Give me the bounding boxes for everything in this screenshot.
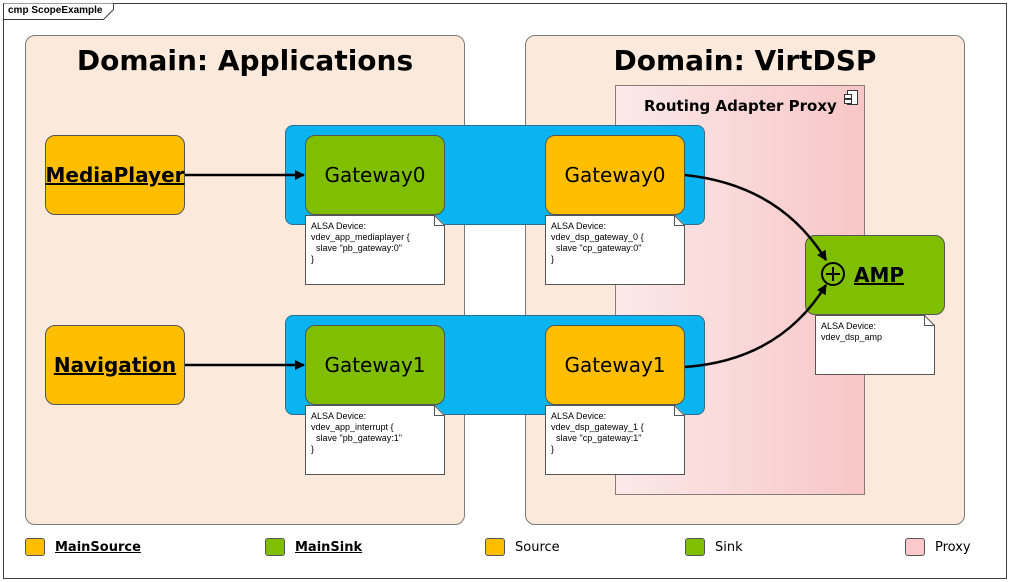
legend-source-label: Source <box>515 539 560 555</box>
legend-source: Source <box>485 538 560 556</box>
note-dsp-gateway1: ALSA Device: vdev_dsp_gateway_1 { slave … <box>545 405 685 475</box>
legend-sink: Sink <box>685 538 743 556</box>
app-gateway1-sink[interactable]: Gateway1 <box>305 325 445 405</box>
domain-virtdsp-title: Domain: VirtDSP <box>613 44 877 77</box>
domain-applications-title: Domain: Applications <box>76 44 414 77</box>
legend-proxy-label: Proxy <box>935 539 971 555</box>
note-fold-icon <box>674 405 685 416</box>
navigation-mainsource[interactable]: Navigation <box>45 325 185 405</box>
note-fold-icon <box>674 215 685 226</box>
note-app-gateway0: ALSA Device: vdev_app_mediaplayer { slav… <box>305 215 445 285</box>
legend-mainsink-swatch <box>265 538 285 556</box>
legend-mainsink-label: MainSink <box>295 539 363 555</box>
connector-dsp-gateway1-amp[interactable] <box>684 284 828 369</box>
legend-mainsource-label: MainSource <box>55 539 141 555</box>
note-fold-icon <box>924 315 935 326</box>
dsp-gateway1-label: Gateway1 <box>564 353 666 377</box>
legend-proxy-swatch <box>905 538 925 556</box>
mediaplayer-mainsource[interactable]: MediaPlayer <box>45 135 185 215</box>
note-app-gateway1: ALSA Device: vdev_app_interrupt { slave … <box>305 405 445 475</box>
frame-tab <box>3 3 114 20</box>
connector-dsp-gateway0-amp[interactable] <box>684 173 828 261</box>
note-fold-icon <box>434 405 445 416</box>
dsp-gateway1-source[interactable]: Gateway1 <box>545 325 685 405</box>
note-amp: ALSA Device: vdev_dsp_amp <box>815 315 935 375</box>
legend-source-swatch <box>485 538 505 556</box>
legend-proxy: Proxy <box>905 538 971 556</box>
legend-mainsource: MainSource <box>25 538 141 556</box>
navigation-label: Navigation <box>53 353 177 377</box>
note-fold-icon <box>434 215 445 226</box>
legend-mainsource-swatch <box>25 538 45 556</box>
app-gateway0-sink[interactable]: Gateway0 <box>305 135 445 215</box>
note-dsp-gateway0: ALSA Device: vdev_dsp_gateway_0 { slave … <box>545 215 685 285</box>
dsp-gateway0-source[interactable]: Gateway0 <box>545 135 685 215</box>
routing-adapter-proxy-title: Routing Adapter Proxy <box>644 97 837 115</box>
app-gateway1-label: Gateway1 <box>324 353 426 377</box>
plus-circle-icon <box>821 262 845 286</box>
app-gateway0-label: Gateway0 <box>324 163 426 187</box>
mediaplayer-label: MediaPlayer <box>45 163 185 187</box>
legend-sink-swatch <box>685 538 705 556</box>
dsp-gateway0-label: Gateway0 <box>564 163 666 187</box>
frame-title: cmp ScopeExample <box>8 5 103 16</box>
legend-mainsink: MainSink <box>265 538 362 556</box>
component-icon <box>844 90 858 105</box>
legend-sink-label: Sink <box>715 539 743 555</box>
amp-label: AMP <box>854 263 905 287</box>
